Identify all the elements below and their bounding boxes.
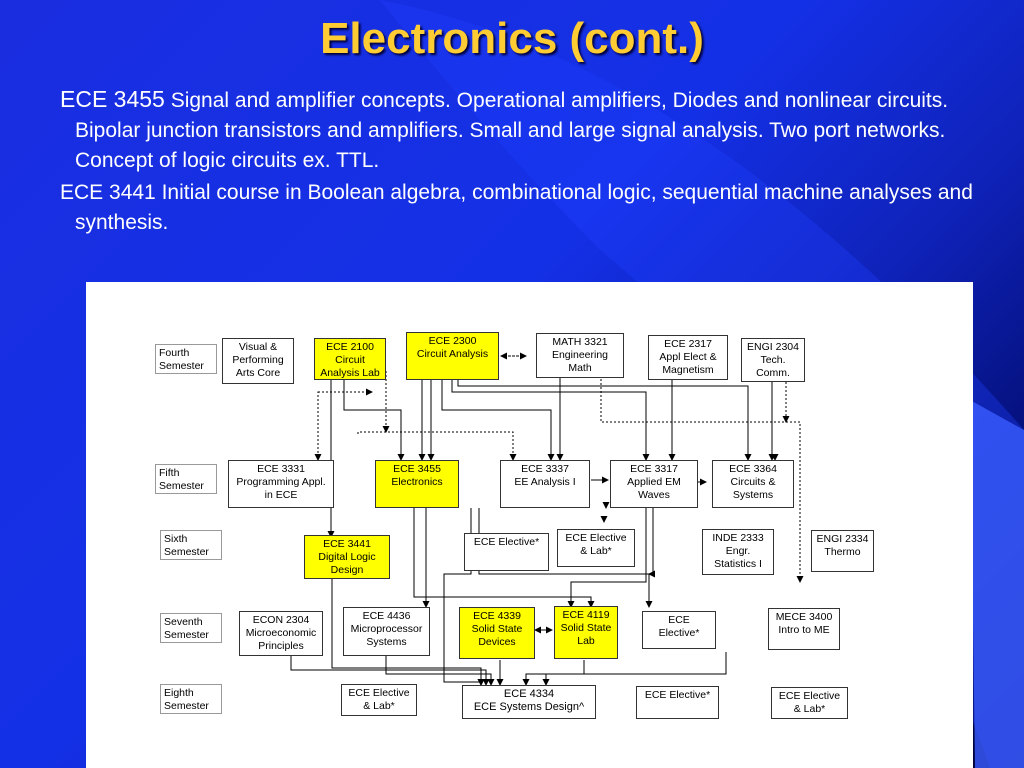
course-visual-arts: Visual & Performing Arts Core	[222, 338, 294, 384]
paragraph-text: ECE 3441 Initial course in Boolean algeb…	[60, 181, 973, 234]
connector	[441, 380, 555, 461]
connector	[457, 380, 752, 461]
course-elective-eighth-c: ECE Elective & Lab*	[771, 687, 848, 719]
course-elective-eighth-b: ECE Elective*	[636, 686, 719, 719]
paragraph-ece3441: ECE 3441 Initial course in Boolean algeb…	[60, 178, 995, 238]
connector	[357, 431, 517, 461]
connector	[648, 508, 655, 578]
course-elective-sixth-a: ECE Elective*	[464, 533, 549, 571]
course-ece3441: ECE 3441 Digital Logic Design	[304, 535, 390, 579]
course-inde2333: INDE 2333 Engr. Statistics I	[702, 529, 774, 575]
semester-label-fifth: Fifth Semester	[155, 464, 217, 494]
semester-label-seventh: Seventh Semester	[160, 613, 222, 643]
course-ece4334: ECE 4334 ECE Systems Design^	[462, 685, 596, 719]
course-engi2304: ENGI 2304 Tech. Comm.	[741, 338, 805, 382]
course-ece4436: ECE 4436 Microprocessor Systems	[343, 607, 430, 656]
connector	[451, 380, 650, 461]
course-elective-seventh: ECE Elective*	[642, 611, 716, 649]
connector	[343, 380, 405, 461]
course-engi2334: ENGI 2334 Thermo	[811, 530, 874, 572]
semester-label-sixth: Sixth Semester	[160, 530, 222, 560]
flowchart-panel: Fourth Semester Fifth Semester Sixth Sem…	[86, 282, 973, 768]
connector	[567, 508, 647, 608]
connector	[542, 652, 727, 686]
connector	[290, 656, 490, 686]
course-ece4339: ECE 4339 Solid State Devices	[459, 607, 535, 659]
semester-label-fourth: Fourth Semester	[155, 344, 217, 374]
course-elective-eighth-a: ECE Elective & Lab*	[341, 684, 417, 716]
slide-title: Electronics (cont.)	[320, 14, 704, 63]
course-ece2300: ECE 2300 Circuit Analysis	[406, 332, 499, 380]
paragraph-ece3455: ECE 3455 Signal and amplifier concepts. …	[60, 84, 995, 176]
course-ece4119: ECE 4119 Solid State Lab	[554, 606, 618, 659]
course-ece3337: ECE 3337 EE Analysis I	[500, 460, 590, 508]
paragraph-course-code: ECE 3455	[60, 86, 165, 112]
course-ece3331: ECE 3331 Programming Appl. in ECE	[228, 460, 334, 508]
flowchart-connectors	[290, 352, 804, 686]
connector	[600, 371, 804, 583]
course-econ2304: ECON 2304 Microeconomic Principles	[239, 611, 323, 656]
course-mece3400: MECE 3400 Intro to ME	[768, 608, 840, 650]
course-math3321: MATH 3321 Engineering Math	[536, 333, 624, 378]
course-ece3364: ECE 3364 Circuits & Systems	[712, 460, 794, 508]
course-ece3317: ECE 3317 Applied EM Waves	[610, 460, 698, 508]
course-ece2100: ECE 2100 Circuit Analysis Lab	[314, 338, 386, 380]
connector	[314, 391, 322, 461]
course-ece2317: ECE 2317 Appl Elect & Magnetism	[648, 335, 728, 380]
connector	[331, 572, 485, 686]
semester-label-eighth: Eighth Semester	[160, 684, 222, 714]
connector	[413, 508, 595, 608]
course-ece3455: ECE 3455 Electronics	[375, 460, 459, 508]
paragraph-text: Signal and amplifier concepts. Operation…	[75, 89, 949, 172]
course-elective-sixth-b: ECE Elective & Lab*	[557, 529, 635, 567]
connector	[522, 660, 585, 686]
connector	[385, 656, 495, 686]
